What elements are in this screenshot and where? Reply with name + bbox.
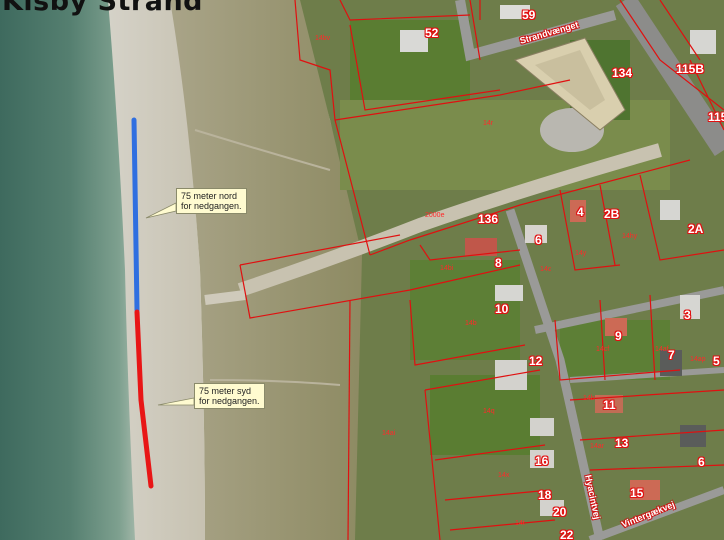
parcel-id: 14ai [382, 430, 396, 437]
house-number: 59 [522, 8, 536, 22]
road [455, 0, 617, 62]
house-number: 136 [478, 212, 499, 226]
lawn [410, 260, 520, 360]
parcel-id: 14r [483, 120, 494, 127]
house-roof [465, 238, 497, 256]
house-number: 7 [668, 348, 675, 362]
parcel-id: 14t [515, 520, 525, 527]
house-number: 3 [684, 308, 691, 322]
parcel-id: 14x [498, 472, 510, 479]
dune-path [204, 290, 246, 305]
parcel-id: 14b [583, 395, 595, 402]
house-roof [525, 225, 547, 243]
dune-path [237, 143, 662, 297]
map-title: Kisby Strand [2, 0, 204, 17]
road [505, 208, 605, 540]
parcel-id: 14q [483, 408, 495, 415]
house-number: 15 [630, 486, 644, 500]
house-roof [680, 295, 700, 319]
parcel-id: 14ap [690, 356, 706, 363]
house-roof [400, 30, 428, 52]
callout-north: 75 meter nord for nedgangen. [176, 188, 247, 214]
house-number: 115 [708, 110, 724, 124]
parcel-id: 14ar [590, 443, 605, 450]
house-number: 22 [560, 528, 574, 540]
parcel-id: 14hy [622, 233, 638, 240]
house-number: 13 [615, 436, 629, 450]
house-number: 6 [698, 455, 705, 469]
parcel-boundaries [239, 0, 724, 540]
house-number: 9 [615, 329, 622, 343]
house-number: 18 [538, 488, 552, 502]
parcel-id: 14y [575, 250, 587, 257]
house-number: 10 [495, 302, 509, 316]
house-number: 4 [577, 205, 584, 219]
house-number: 115B [676, 62, 705, 76]
house-number: 5 [713, 354, 720, 368]
coastline-north-75m [131, 117, 140, 313]
house-number: 16 [535, 454, 549, 468]
house-number: 2A [688, 222, 704, 236]
coastline-south-75m [134, 309, 154, 489]
parcel-id: 14cf [596, 346, 610, 353]
house-roof [690, 30, 716, 54]
house-number: 134 [612, 66, 633, 80]
house-roof [660, 350, 682, 376]
house-number: 8 [495, 256, 502, 270]
house-roof [495, 285, 523, 301]
house-number: 2B [604, 207, 620, 221]
callout-south: 75 meter syd for nedgangen. [194, 383, 265, 409]
house-number: 20 [553, 505, 567, 519]
house-roof [595, 395, 623, 413]
road [588, 486, 724, 540]
parcel-id: 14bv [315, 35, 331, 42]
road [569, 367, 724, 383]
parcel-id: 14c [540, 266, 552, 273]
house-number: 11 [603, 398, 616, 412]
house-number: 52 [425, 26, 439, 40]
house-roof [660, 200, 680, 220]
house-roof [605, 318, 627, 336]
house-number: 12 [529, 354, 543, 368]
house-number: 6 [535, 233, 542, 247]
house-roof [540, 500, 564, 516]
dune-path [194, 129, 331, 171]
dune-path [209, 379, 341, 386]
house-roof [570, 200, 586, 222]
parcel-id: 14af [655, 346, 669, 353]
parcel-id: 14bi [440, 265, 454, 272]
parcel-id: 14b [465, 320, 477, 327]
house-roof [530, 418, 554, 436]
house-roof [530, 450, 554, 468]
house-roof [500, 5, 530, 19]
parcel-id: 2000e [425, 212, 445, 219]
road [615, 0, 724, 157]
house-roof [630, 480, 660, 500]
house-roof [680, 425, 706, 447]
